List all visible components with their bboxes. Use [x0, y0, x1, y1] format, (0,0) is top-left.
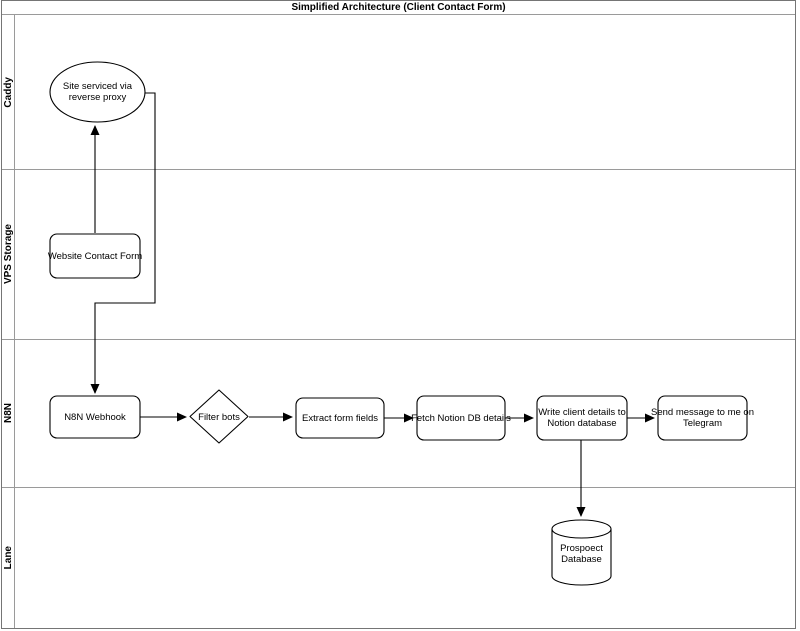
node-n8n-webhook[interactable]: N8N Webhook: [64, 411, 126, 423]
lane-lane: Lane: [2, 488, 795, 628]
node-extract-fields[interactable]: Extract form fields: [301, 412, 379, 424]
node-fetch-notion[interactable]: Fetch Notion DB details: [411, 412, 511, 424]
lane-lane-body: [15, 488, 795, 628]
node-reverse-proxy[interactable]: Site serviced via reverse proxy: [62, 81, 133, 103]
lane-n8n-label: N8N: [2, 403, 14, 424]
lane-n8n-label-cell: N8N: [2, 340, 15, 487]
lane-caddy-label: Caddy: [2, 76, 14, 108]
lane-caddy-label-cell: Caddy: [2, 15, 15, 169]
node-write-notion[interactable]: Write client details to Notion database: [538, 407, 626, 429]
node-filter-bots[interactable]: Filter bots: [198, 411, 240, 423]
lane-vps-storage-label-cell: VPS Storage: [2, 170, 15, 339]
lane-vps-storage: VPS Storage: [2, 170, 795, 340]
lane-vps-storage-label: VPS Storage: [2, 224, 14, 285]
lane-n8n: N8N: [2, 340, 795, 488]
node-prospect-db[interactable]: Prospoect Database: [560, 543, 603, 565]
lane-caddy: Caddy: [2, 15, 795, 170]
node-send-telegram[interactable]: Send message to me on Telegram: [651, 407, 754, 429]
lane-lane-label-cell: Lane: [2, 488, 15, 628]
diagram-title: Simplified Architecture (Client Contact …: [2, 1, 795, 15]
lane-lane-label: Lane: [2, 546, 14, 570]
node-website-form[interactable]: Website Contact Form: [47, 250, 143, 262]
